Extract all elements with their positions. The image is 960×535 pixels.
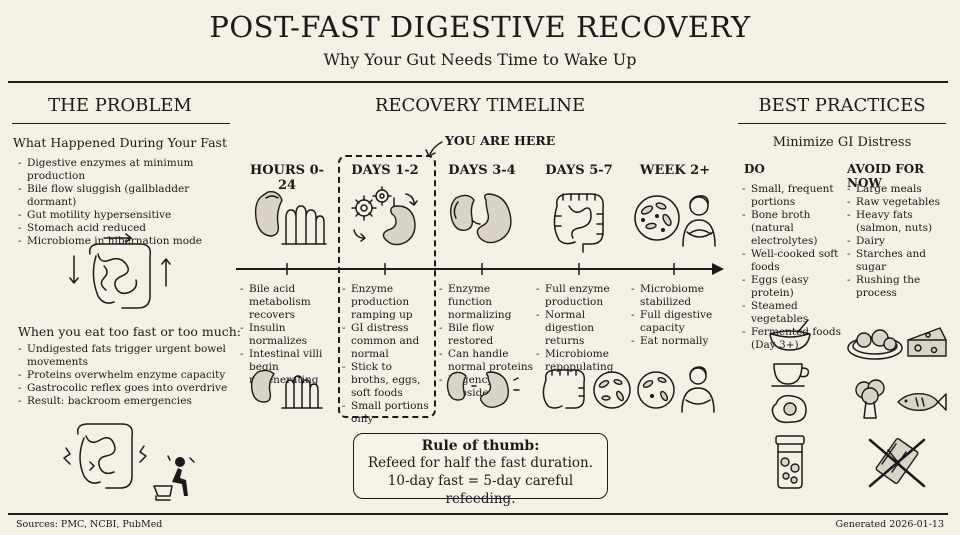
gallbladder-villi-small-icon [250,369,323,409]
phase-list-days-5-7: Full enzyme production Normal digestion … [536,283,628,374]
broth-cup-icon [771,363,810,387]
practices-heading-divider [738,123,946,124]
during-fast-list: Digestive enzymes at minimum production … [18,157,233,248]
fermented-jar-icon [775,435,805,489]
do-label: DO [744,162,765,176]
list-item: Insulin normalizes [240,322,337,348]
list-item: Digestive enzymes at minimum production [18,157,233,183]
practices-heading: BEST PRACTICES [758,95,926,116]
phase-label-week-2: WEEK 2+ [639,163,711,178]
colon-microbiome-small-icon [542,369,631,409]
timeline-axis [236,263,724,275]
header-divider [8,81,948,83]
distressed-gut-icon [63,423,147,489]
problem-heading-divider [12,123,230,124]
timeline-heading: RECOVERY TIMELINE [374,95,586,116]
list-item: Normal digestion returns [536,309,628,348]
list-item: Can handle normal proteins [439,348,534,374]
phase-list-days-1-2: Enzyme production ramping up GI distress… [342,283,430,426]
phase-label-days-5-7: DAYS 5-7 [545,163,613,178]
list-item: Bile flow sluggish (gallbladder dormant) [18,183,233,209]
during-fast-title: What Happened During Your Fast [12,135,227,150]
broccoli-icon [855,379,885,419]
generated-date: Generated 2026-01-13 [835,519,944,530]
list-item: Raw vegetables [847,196,952,209]
list-item: Gastrocolic reflex goes into overdrive [18,382,233,395]
list-item: GI distress common and normal [342,322,430,361]
list-item: Small, frequent portions [742,183,842,209]
intestine-icon [69,233,171,309]
colon-icon [553,193,604,253]
microbiome-person-small-icon [637,366,715,413]
rule-of-thumb-heading: Rule of thumb: [421,438,540,454]
list-item: Bone broth (natural electrolytes) [742,209,842,248]
sources-text: Sources: PMC, NCBI, PubMed [16,519,163,530]
gears-stomach-icon [351,186,418,246]
phase-label-hours-0-24: HOURS 0-24 [249,163,325,193]
list-item: Gut motility hypersensitive [18,209,233,222]
list-item: Full digestive capacity [631,309,721,335]
avoid-list: Large meals Raw vegetables Heavy fats (s… [847,183,952,300]
microbiome-person-icon [634,195,716,247]
list-item: Rushing the process [847,274,952,300]
page-subtitle: Why Your Gut Needs Time to Wake Up [323,50,637,69]
cheese-icon [907,327,947,357]
fish-icon [897,392,947,412]
gallbladder-villi-icon [254,190,327,245]
list-item: Small portions only [342,400,430,426]
list-item: Eggs (easy protein) [742,274,842,300]
list-item: Microbiome stabilized [631,283,721,309]
list-item: Result: backroom emergencies [18,395,233,408]
crossed-out-food-icon [868,438,926,488]
eat-too-fast-list: Undigested fats trigger urgent bowel mov… [18,343,233,408]
footer-divider [8,513,948,515]
phase-label-days-3-4: DAYS 3-4 [448,163,516,178]
rule-of-thumb-box: Rule of thumb: Refeed for half the fast … [353,433,608,507]
list-item: Bile flow restored [439,322,534,348]
list-item: Proteins overwhelm enzyme capacity [18,369,233,382]
you-are-here-label: YOU ARE HERE [445,133,556,148]
phase-list-week-2: Microbiome stabilized Full digestive cap… [631,283,721,348]
list-item: Large meals [847,183,952,196]
gallbladder-stomach-small-icon [446,371,520,409]
list-item: Undigested fats trigger urgent bowel mov… [18,343,233,369]
eat-too-fast-title: When you eat too fast or too much: [18,324,242,339]
phase-label-days-1-2: DAYS 1-2 [351,163,419,178]
list-item: Bile acid metabolism recovers [240,283,337,322]
list-item: Eat normally [631,335,721,348]
large-meal-plate-icon [847,329,903,360]
list-item: Starches and sugar [847,248,952,274]
list-item: Stomach acid reduced [18,222,233,235]
list-item: Microbiome in hibernation mode [18,235,233,248]
page-title: POST-FAST DIGESTIVE RECOVERY [209,10,751,44]
fried-egg-icon [771,394,807,424]
list-item: Heavy fats (salmon, nuts) [847,209,952,235]
list-item: Steamed vegetables [742,300,842,326]
rule-of-thumb-line-1: Refeed for half the fast duration. [367,455,594,471]
list-item: Well-cooked soft foods [742,248,842,274]
phase-list-days-3-4: Enzyme function normalizing Bile flow re… [439,283,534,400]
practices-subheading: Minimize GI Distress [772,135,912,150]
gallbladder-stomach-icon [449,193,512,244]
problem-heading: THE PROBLEM [48,95,192,116]
list-item: Stick to broths, eggs, soft foods [342,361,430,400]
list-item: Dairy [847,235,952,248]
toilet-person-icon [153,455,195,501]
list-item: Enzyme function normalizing [439,283,534,322]
list-item: Enzyme production ramping up [342,283,430,322]
list-item: Full enzyme production [536,283,628,309]
rule-of-thumb-line-2: 10-day fast = 5-day careful refeeding. [387,473,574,507]
soup-bowl-icon [769,319,811,351]
